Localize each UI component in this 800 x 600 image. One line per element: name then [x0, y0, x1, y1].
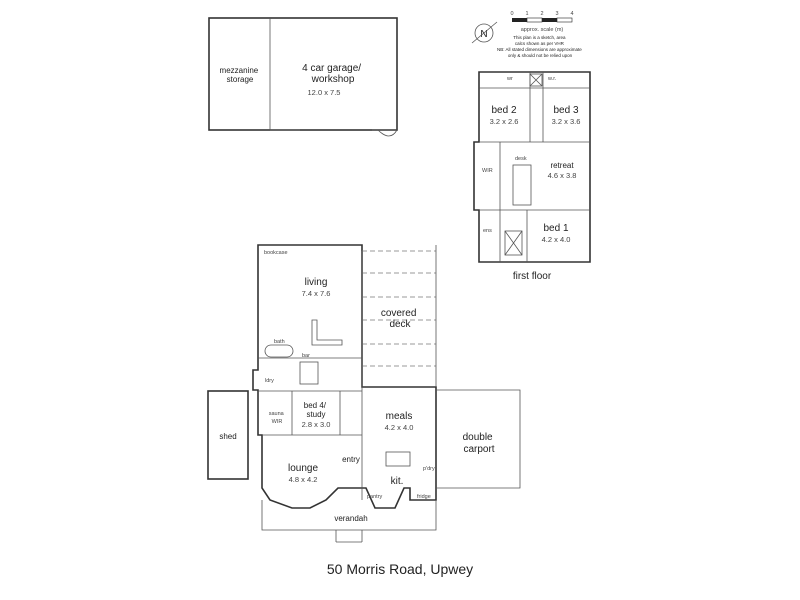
ground-floor-plan: bookcase living 7.4 x 7.6 covered deck b… — [252, 244, 521, 543]
shed-building: shed — [207, 390, 249, 480]
bed3-dims: 3.2 x 3.6 — [552, 117, 581, 126]
first-floor-wr2-label: w.r. — [547, 76, 557, 82]
legend-note-1: This plan is a sketch, area — [513, 35, 566, 40]
svg-text:bed 4/ study: bed 4/ study — [304, 401, 328, 419]
svg-text:double carport: double carport — [463, 432, 496, 455]
garage-title-line1: 4 car garage/ — [302, 63, 361, 74]
bed1-dims: 4.2 x 4.0 — [542, 235, 571, 244]
address-caption: 50 Morris Road, Upwey — [326, 561, 474, 577]
bar-label: bar — [302, 353, 310, 359]
bed4-dims: 2.8 x 3.0 — [302, 420, 331, 429]
mezzanine-label: mezzanine storage — [220, 66, 261, 84]
living-label: living — [305, 277, 328, 288]
svg-text:This plan is a sketch, area: This plan is a sketch, area calcs shown … — [497, 35, 583, 58]
scale-tick-2: 2 — [540, 11, 543, 17]
svg-text:covered deck: covered deck — [381, 308, 419, 330]
meals-dims: 4.2 x 4.0 — [385, 423, 414, 432]
bed2-label: bed 2 — [491, 105, 516, 116]
scale-bar: 0 1 2 3 4 — [510, 11, 574, 23]
bed1-label: bed 1 — [543, 223, 568, 234]
first-floor-desk-label: desk — [515, 156, 527, 162]
legend-note-3: NB: All stated dimensions are approximat… — [497, 47, 582, 52]
svg-text:sauna WIR: sauna WIR — [269, 411, 286, 425]
legend-note-2: calcs shown as per VHR — [515, 41, 565, 46]
garage-dims: 12.0 x 7.5 — [308, 88, 341, 97]
lounge-label: lounge — [288, 463, 318, 474]
carport-label-line2: carport — [463, 444, 494, 455]
lounge-dims: 4.8 x 4.2 — [289, 475, 318, 484]
first-floor-ens-label: ens — [483, 228, 492, 234]
scale-label: approx. scale (m) — [521, 27, 564, 33]
entry-label: entry — [342, 455, 360, 464]
north-compass-icon — [474, 23, 494, 43]
svg-text:4 car garage/ workshop: 4 car garage/ workshop — [302, 63, 364, 85]
bed2-dims: 3.2 x 2.6 — [490, 117, 519, 126]
legend: N 0 1 2 3 4 approx. scale (m) This plan … — [471, 11, 583, 58]
legend-note-4: only & should not be relied upon — [508, 53, 573, 58]
covered-deck-label-line1: covered — [381, 308, 417, 319]
living-dims: 7.4 x 7.6 — [302, 289, 331, 298]
wir-label: WIR — [272, 419, 283, 425]
first-floor-wr1-label: wr — [506, 76, 513, 82]
pantry-dry-label: p'dry — [423, 466, 435, 472]
retreat-dims: 4.6 x 3.8 — [548, 171, 577, 180]
bed3-label: bed 3 — [553, 105, 578, 116]
sauna-label: sauna — [269, 411, 285, 417]
bookcase-label: bookcase — [264, 250, 288, 256]
garage-title-line2: workshop — [311, 74, 355, 85]
pantry-label: pantry — [367, 494, 383, 500]
scale-tick-3: 3 — [555, 11, 558, 17]
meals-label: meals — [386, 411, 413, 422]
carport-label-line1: double — [463, 432, 493, 443]
bed4-label-line1: bed 4/ — [304, 401, 327, 410]
retreat-label: retreat — [550, 161, 574, 170]
shed-label: shed — [219, 432, 236, 441]
mezzanine-label-line1: mezzanine — [220, 66, 259, 75]
bath-label: bath — [274, 339, 285, 345]
covered-deck-label-line2: deck — [389, 319, 411, 330]
mezzanine-label-line2: storage — [227, 75, 254, 84]
first-floor-label: first floor — [513, 271, 552, 282]
scale-tick-1: 1 — [525, 11, 528, 17]
first-floor-plan: bed 2 3.2 x 2.6 bed 3 3.2 x 3.6 retreat … — [473, 71, 591, 282]
verandah-label: verandah — [334, 514, 367, 523]
garage-building: mezzanine storage 4 car garage/ workshop… — [208, 17, 398, 137]
kitchen-label: kit. — [391, 476, 404, 487]
north-label: N — [480, 29, 487, 40]
scale-tick-4: 4 — [570, 11, 573, 17]
laundry-label: ldry — [265, 378, 274, 384]
scale-tick-0: 0 — [510, 11, 513, 17]
first-floor-wir-label: WIR — [482, 168, 493, 174]
bed4-label-line2: study — [306, 410, 325, 419]
fridge-label: fridge — [417, 494, 431, 500]
